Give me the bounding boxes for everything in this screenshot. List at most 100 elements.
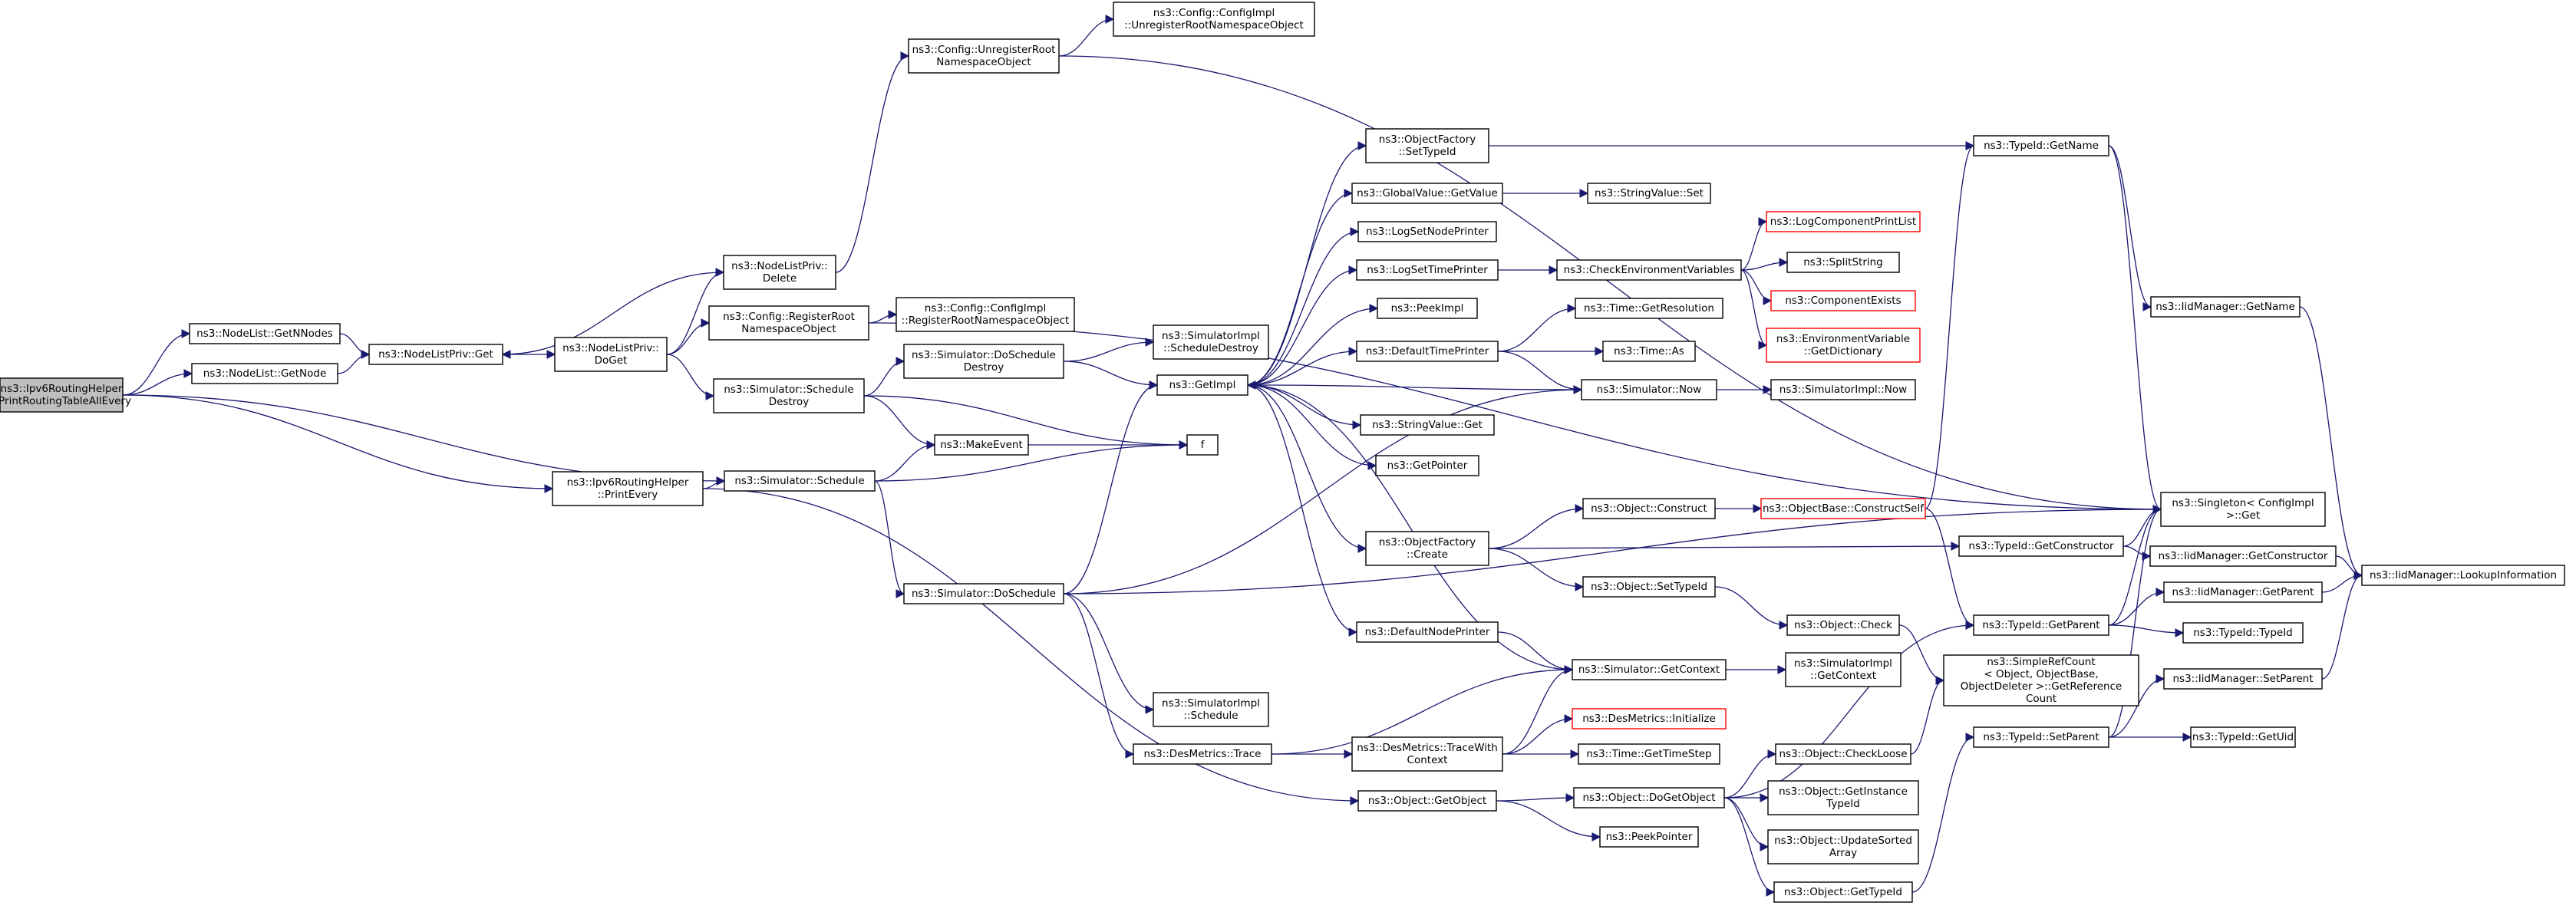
- node-tidGetUid[interactable]: ns3::TypeId::GetUid: [2190, 726, 2296, 748]
- node-objGetTypeId[interactable]: ns3::Object::GetTypeId: [1773, 881, 1913, 903]
- node-label: ns3::MakeEvent: [940, 439, 1023, 451]
- node-objSetTypeId[interactable]: ns3::Object::SetTypeId: [1582, 576, 1716, 598]
- node-ofCreate[interactable]: ns3::ObjectFactory::Create: [1365, 531, 1489, 566]
- node-objCheck[interactable]: ns3::Object::Check: [1786, 614, 1900, 636]
- node-obConstructSelf[interactable]: ns3::ObjectBase::ConstructSelf: [1760, 498, 1926, 519]
- call-edge-obConstructSelf-to-tidGetParent: [1925, 508, 1975, 630]
- node-label: ns3::Object::UpdateSorted: [1774, 835, 1912, 847]
- call-edge-doGetObject-to-checkLoose: [1723, 749, 1777, 799]
- node-label: DoGet: [595, 354, 628, 367]
- node-label: Context: [1407, 754, 1448, 766]
- node-iidGetParent[interactable]: ns3::IidManager::GetParent: [2163, 581, 2323, 603]
- node-nlpdelete[interactable]: ns3::NodeListPriv::Delete: [723, 255, 836, 290]
- node-schedule[interactable]: ns3::Simulator::Schedule: [724, 470, 876, 492]
- node-tidGetName[interactable]: ns3::TypeId::GetName: [1973, 135, 2109, 156]
- node-envGetDict[interactable]: ns3::EnvironmentVariable::GetDictionary: [1766, 328, 1921, 363]
- node-label: ns3::Time::GetTimeStep: [1586, 748, 1711, 760]
- call-edge-getnnodes-to-nlpget: [339, 333, 371, 359]
- node-ofSetTypeId[interactable]: ns3::ObjectFactory::SetTypeId: [1365, 128, 1489, 163]
- call-edge-checkEnv-to-envGetDict: [1740, 269, 1768, 350]
- call-edge-nlpdelete-to-unregns: [835, 51, 910, 273]
- node-svSet[interactable]: ns3::StringValue::Set: [1587, 183, 1711, 204]
- node-checkLoose[interactable]: ns3::Object::CheckLoose: [1775, 743, 1911, 765]
- node-objGetObject[interactable]: ns3::Object::GetObject: [1357, 790, 1497, 812]
- node-makeEvent[interactable]: ns3::MakeEvent: [934, 434, 1029, 456]
- node-label: ns3::ObjectFactory: [1379, 536, 1476, 548]
- node-doGetObject[interactable]: ns3::Object::DoGetObject: [1573, 787, 1725, 809]
- node-singletonGet[interactable]: ns3::Singleton< ConfigImpl>::Get: [2160, 492, 2326, 527]
- node-doSchedule[interactable]: ns3::Simulator::DoSchedule: [903, 583, 1064, 604]
- node-svGet[interactable]: ns3::StringValue::Get: [1360, 414, 1495, 436]
- node-compExists[interactable]: ns3::ComponentExists: [1770, 290, 1916, 311]
- node-iidLookup[interactable]: ns3::IidManager::LookupInformation: [2361, 565, 2565, 586]
- node-peekImpl[interactable]: ns3::PeekImpl: [1377, 298, 1478, 319]
- call-edge-iidGetParent-to-iidLookup: [2321, 571, 2363, 593]
- node-label: ns3::TypeId::GetName: [1984, 140, 2099, 152]
- node-simpleRefCount[interactable]: ns3::SimpleRefCount< Object, ObjectBase,…: [1943, 654, 2139, 706]
- node-checkEnv[interactable]: ns3::CheckEnvironmentVariables: [1556, 259, 1742, 281]
- node-objConstruct[interactable]: ns3::Object::Construct: [1582, 498, 1716, 519]
- node-iidSetParent[interactable]: ns3::IidManager::SetParent: [2163, 668, 2323, 690]
- node-label: ns3::ObjectBase::ConstructSelf: [1763, 502, 1925, 515]
- node-simImplSchedule[interactable]: ns3::SimulatorImpl::Schedule: [1153, 692, 1269, 727]
- node-iidGetConstructor[interactable]: ns3::IidManager::GetConstructor: [2149, 545, 2337, 567]
- node-f[interactable]: f: [1186, 434, 1219, 456]
- call-edge-tidGetName-to-singletonGet: [2108, 145, 2162, 514]
- node-simImplSchedDestroy[interactable]: ns3::SimulatorImpl::ScheduleDestroy: [1153, 324, 1269, 360]
- node-peekPointer[interactable]: ns3::PeekPointer: [1599, 826, 1699, 848]
- node-label: ns3::Object::CheckLoose: [1779, 748, 1907, 760]
- node-getnnodes[interactable]: ns3::NodeList::GetNNodes: [189, 323, 341, 344]
- node-iidGetName[interactable]: ns3::IidManager::GetName: [2150, 296, 2301, 318]
- node-schedDestroy[interactable]: ns3::Simulator::ScheduleDestroy: [713, 378, 865, 413]
- node-tidTypeId[interactable]: ns3::TypeId::TypeId: [2182, 622, 2304, 644]
- call-edge-schedule-to-doSchedule: [874, 480, 905, 598]
- node-desTrace[interactable]: ns3::DesMetrics::Trace: [1133, 743, 1272, 765]
- node-logNodePrinter[interactable]: ns3::LogSetNodePrinter: [1357, 221, 1497, 242]
- node-logTimePrinter[interactable]: ns3::LogSetTimePrinter: [1356, 259, 1499, 281]
- node-label: ns3::TypeId::GetConstructor: [1968, 540, 2114, 552]
- node-defTimePrinter[interactable]: ns3::DefaultTimePrinter: [1356, 341, 1499, 362]
- node-unregns[interactable]: ns3::Config::UnregisterRootNamespaceObje…: [908, 38, 1060, 74]
- node-label: ns3::PeekImpl: [1391, 302, 1464, 315]
- node-root[interactable]: ns3::Ipv6RoutingHelper::PrintRoutingTabl…: [0, 377, 131, 413]
- call-edge-ofCreate-to-objConstruct: [1488, 504, 1585, 549]
- node-implreg[interactable]: ns3::Config::ConfigImpl::RegisterRootNam…: [895, 297, 1075, 332]
- node-splitString[interactable]: ns3::SplitString: [1786, 252, 1900, 273]
- node-label: Count: [2026, 693, 2057, 705]
- node-nlpget[interactable]: ns3::NodeListPriv::Get: [368, 344, 503, 365]
- node-gvGetValue[interactable]: ns3::GlobalValue::GetValue: [1351, 183, 1503, 204]
- node-defNodePrinter[interactable]: ns3::DefaultNodePrinter: [1356, 621, 1499, 643]
- node-tidGetConstructor[interactable]: ns3::TypeId::GetConstructor: [1958, 535, 2124, 557]
- node-simNow[interactable]: ns3::Simulator::Now: [1581, 379, 1717, 400]
- call-edge-objGetObject-to-peekPointer: [1496, 800, 1601, 841]
- node-tidSetParent[interactable]: ns3::TypeId::SetParent: [1973, 726, 2109, 748]
- node-nlpdoget[interactable]: ns3::NodeListPriv::DoGet: [554, 337, 668, 372]
- node-label: >::Get: [2226, 509, 2260, 522]
- node-label: ns3::DesMetrics::TraceWith: [1357, 742, 1498, 754]
- node-desInit[interactable]: ns3::DesMetrics::Initialize: [1572, 708, 1727, 730]
- call-edge-doSchedule-to-singletonGet: [1063, 505, 2162, 594]
- node-implunreg[interactable]: ns3::Config::ConfigImpl::UnregisterRootN…: [1113, 2, 1315, 37]
- node-simGetContext[interactable]: ns3::Simulator::GetContext: [1572, 659, 1727, 680]
- node-getnode[interactable]: ns3::NodeList::GetNode: [191, 363, 338, 384]
- node-logCompPrint[interactable]: ns3::LogComponentPrintList: [1766, 211, 1921, 232]
- node-label: ns3::TypeId::GetParent: [1982, 619, 2099, 631]
- node-getTimeStep[interactable]: ns3::Time::GetTimeStep: [1578, 743, 1720, 765]
- call-edge-nlpdoget-to-nlpdelete: [666, 268, 725, 355]
- node-label: NamespaceObject: [936, 56, 1031, 68]
- node-getImpl[interactable]: ns3::GetImpl: [1156, 374, 1248, 396]
- node-getResolution[interactable]: ns3::Time::GetResolution: [1575, 298, 1723, 319]
- node-getPointer[interactable]: ns3::GetPointer: [1375, 455, 1479, 476]
- node-tidGetParent[interactable]: ns3::TypeId::GetParent: [1973, 614, 2109, 636]
- node-simImplGetContext[interactable]: ns3::SimulatorImpl::GetContext: [1785, 652, 1901, 687]
- call-edge-tidGetConstructor-to-iidGetConstructor: [2122, 545, 2152, 561]
- node-regns[interactable]: ns3::Config::RegisterRootNamespaceObject: [708, 305, 869, 341]
- call-edge-root-to-getnnodes: [122, 329, 191, 396]
- node-timeAs[interactable]: ns3::Time::As: [1602, 341, 1696, 362]
- node-printEvery[interactable]: ns3::Ipv6RoutingHelper::PrintEvery: [552, 471, 704, 506]
- node-simImplNow[interactable]: ns3::SimulatorImpl::Now: [1770, 379, 1916, 400]
